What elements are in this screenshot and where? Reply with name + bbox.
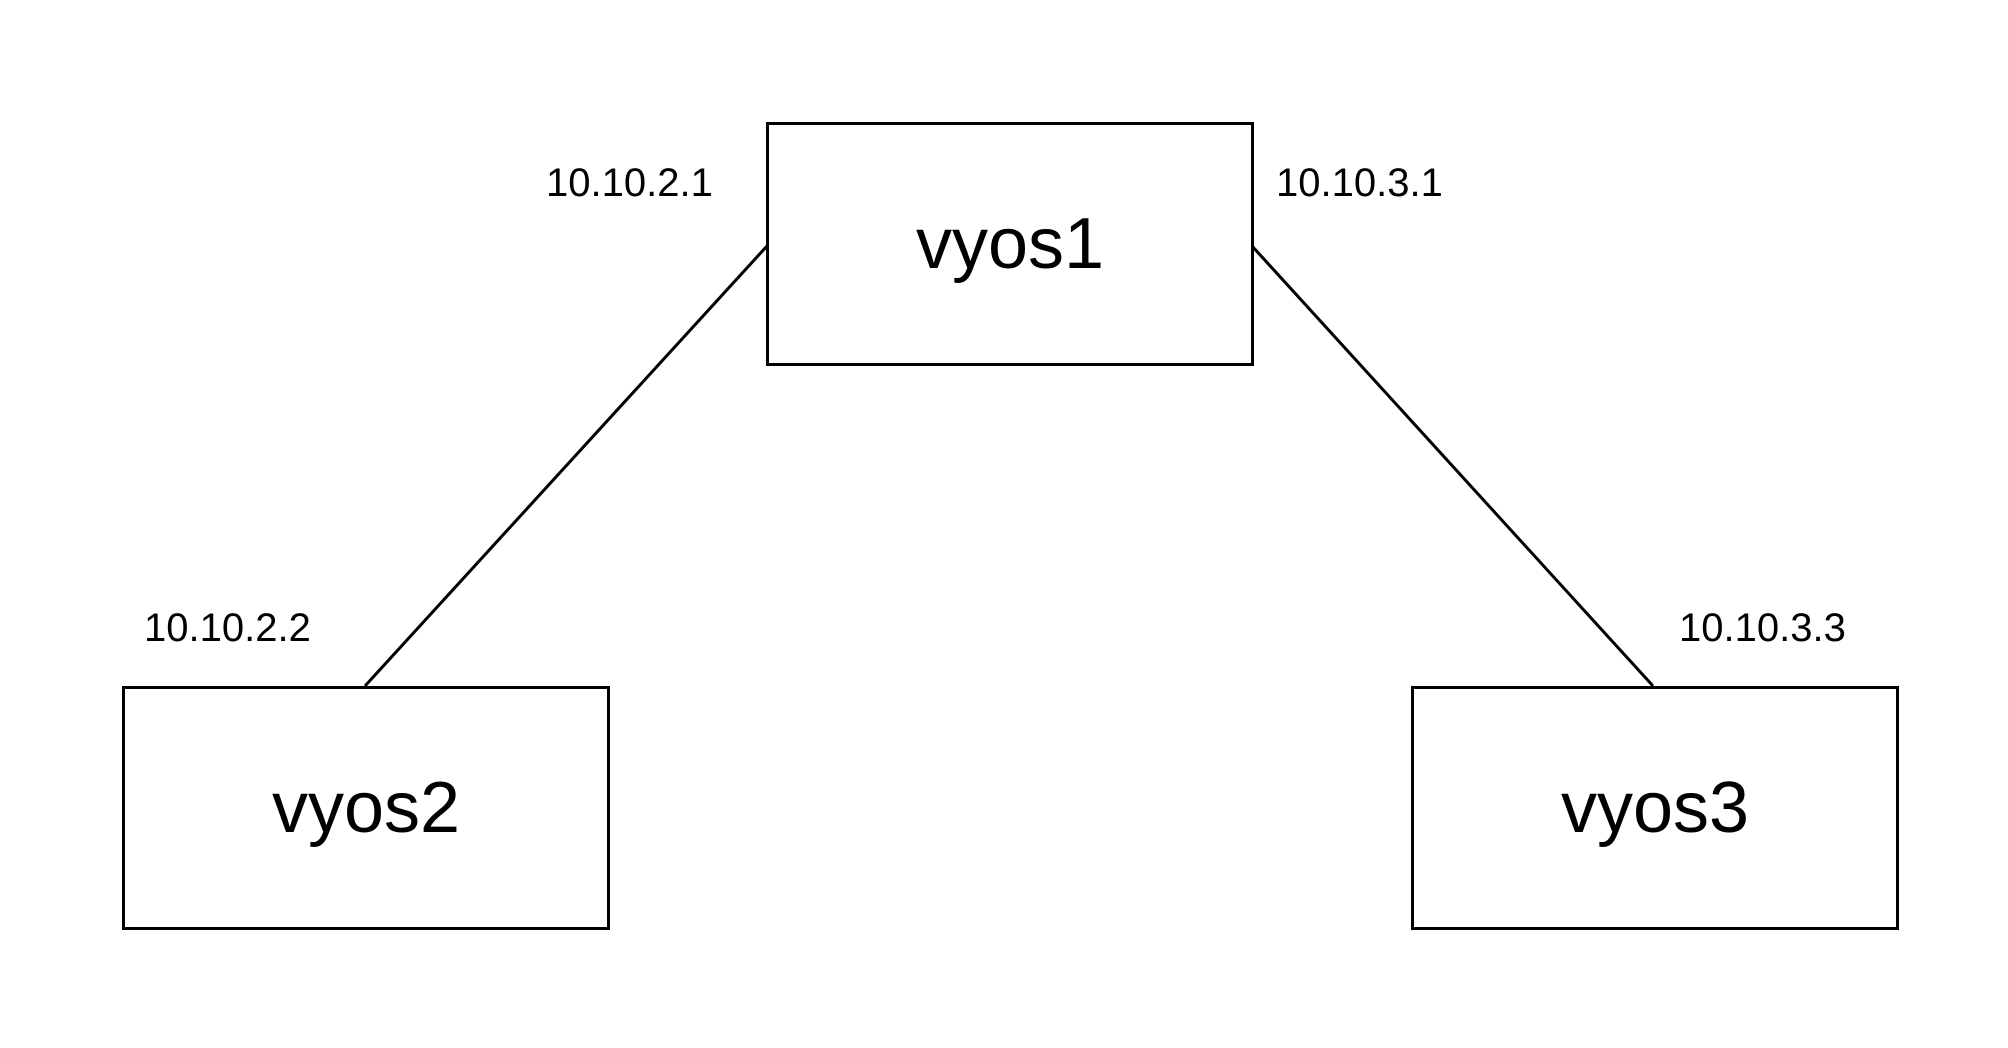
router-label-vyos2: vyos2 [271, 768, 461, 848]
ip-label-vyos1-link1: 10.10.2.1 [546, 161, 713, 205]
link-vyos1-vyos2 [363, 244, 769, 688]
router-label-vyos3: vyos3 [1560, 768, 1750, 848]
ip-label-vyos1-link2: 10.10.3.1 [1276, 161, 1443, 205]
router-label-vyos1: vyos1 [915, 204, 1105, 284]
router-node-vyos3[interactable]: vyos3 [1411, 686, 1899, 930]
router-node-vyos1[interactable]: vyos1 [766, 122, 1254, 366]
link-vyos1-vyos3 [1250, 244, 1655, 688]
router-node-vyos2[interactable]: vyos2 [122, 686, 610, 930]
ip-label-vyos3: 10.10.3.3 [1679, 606, 1846, 650]
ip-label-vyos2: 10.10.2.2 [144, 606, 311, 650]
